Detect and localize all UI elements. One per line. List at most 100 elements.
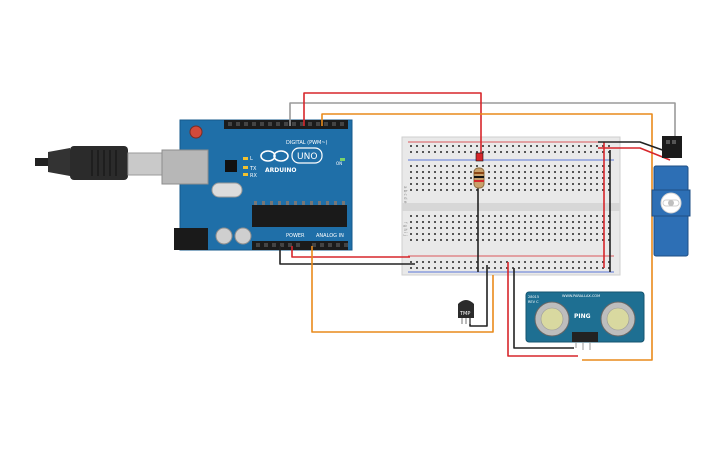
breadboard-hole[interactable] [446, 189, 448, 191]
breadboard-hole[interactable] [500, 189, 502, 191]
breadboard-hole[interactable] [554, 239, 556, 241]
breadboard-hole[interactable] [452, 165, 454, 167]
breadboard-hole[interactable] [512, 215, 514, 217]
breadboard-hole[interactable] [410, 145, 412, 147]
breadboard-hole[interactable] [446, 221, 448, 223]
breadboard-hole[interactable] [554, 177, 556, 179]
breadboard-hole[interactable] [422, 233, 424, 235]
breadboard-hole[interactable] [452, 183, 454, 185]
breadboard-hole[interactable] [602, 177, 604, 179]
breadboard-hole[interactable] [470, 215, 472, 217]
breadboard-hole[interactable] [596, 151, 598, 153]
breadboard-hole[interactable] [572, 177, 574, 179]
breadboard-hole[interactable] [530, 267, 532, 269]
breadboard-hole[interactable] [512, 171, 514, 173]
arduino-uno-board[interactable]: DIGITAL (PWM~) POWER ANALOG IN L TX RX O… [161, 119, 353, 251]
breadboard-hole[interactable] [464, 267, 466, 269]
breadboard-hole[interactable] [488, 233, 490, 235]
breadboard-hole[interactable] [590, 267, 592, 269]
breadboard-hole[interactable] [428, 239, 430, 241]
breadboard-hole[interactable] [590, 145, 592, 147]
breadboard-hole[interactable] [530, 165, 532, 167]
breadboard-hole[interactable] [452, 221, 454, 223]
breadboard-hole[interactable] [530, 145, 532, 147]
breadboard-hole[interactable] [476, 145, 478, 147]
breadboard-hole[interactable] [494, 227, 496, 229]
breadboard-hole[interactable] [470, 267, 472, 269]
breadboard-hole[interactable] [512, 267, 514, 269]
breadboard-hole[interactable] [488, 261, 490, 263]
breadboard-hole[interactable] [470, 183, 472, 185]
breadboard-hole[interactable] [548, 221, 550, 223]
breadboard-hole[interactable] [434, 267, 436, 269]
breadboard-hole[interactable] [548, 183, 550, 185]
breadboard-hole[interactable] [548, 165, 550, 167]
breadboard-hole[interactable] [500, 233, 502, 235]
breadboard-hole[interactable] [452, 215, 454, 217]
breadboard-hole[interactable] [584, 151, 586, 153]
breadboard-hole[interactable] [548, 145, 550, 147]
breadboard-hole[interactable] [608, 145, 610, 147]
breadboard-hole[interactable] [506, 227, 508, 229]
breadboard-hole[interactable] [410, 183, 412, 185]
resistor[interactable] [473, 152, 485, 189]
breadboard-hole[interactable] [530, 151, 532, 153]
breadboard-hole[interactable] [590, 151, 592, 153]
breadboard-hole[interactable] [422, 145, 424, 147]
breadboard-hole[interactable] [506, 221, 508, 223]
breadboard-hole[interactable] [518, 177, 520, 179]
breadboard-hole[interactable] [458, 239, 460, 241]
breadboard-hole[interactable] [446, 145, 448, 147]
breadboard-hole[interactable] [566, 183, 568, 185]
breadboard-hole[interactable] [578, 145, 580, 147]
breadboard-hole[interactable] [584, 171, 586, 173]
breadboard-hole[interactable] [578, 227, 580, 229]
breadboard-hole[interactable] [482, 165, 484, 167]
breadboard-hole[interactable] [464, 261, 466, 263]
breadboard-hole[interactable] [518, 183, 520, 185]
breadboard-hole[interactable] [530, 183, 532, 185]
breadboard-hole[interactable] [536, 261, 538, 263]
breadboard-hole[interactable] [506, 171, 508, 173]
breadboard-hole[interactable] [500, 221, 502, 223]
breadboard-hole[interactable] [548, 215, 550, 217]
breadboard-hole[interactable] [452, 189, 454, 191]
breadboard-hole[interactable] [482, 267, 484, 269]
breadboard-hole[interactable] [446, 227, 448, 229]
breadboard-hole[interactable] [512, 145, 514, 147]
breadboard-hole[interactable] [482, 261, 484, 263]
breadboard-hole[interactable] [590, 177, 592, 179]
breadboard-hole[interactable] [536, 267, 538, 269]
breadboard-hole[interactable] [434, 239, 436, 241]
breadboard-hole[interactable] [560, 227, 562, 229]
breadboard-hole[interactable] [434, 189, 436, 191]
breadboard-hole[interactable] [578, 165, 580, 167]
breadboard-hole[interactable] [548, 267, 550, 269]
breadboard-hole[interactable] [458, 189, 460, 191]
breadboard-hole[interactable] [410, 233, 412, 235]
breadboard-hole[interactable] [584, 215, 586, 217]
breadboard-hole[interactable] [428, 267, 430, 269]
breadboard-hole[interactable] [482, 221, 484, 223]
breadboard-hole[interactable] [554, 267, 556, 269]
breadboard-hole[interactable] [578, 171, 580, 173]
breadboard-hole[interactable] [536, 177, 538, 179]
breadboard-hole[interactable] [500, 145, 502, 147]
breadboard-hole[interactable] [446, 151, 448, 153]
wire-orange-ultrasonic-signal[interactable] [321, 113, 653, 361]
breadboard-hole[interactable] [554, 171, 556, 173]
breadboard-hole[interactable] [560, 239, 562, 241]
breadboard-hole[interactable] [566, 177, 568, 179]
breadboard-hole[interactable] [566, 221, 568, 223]
breadboard-hole[interactable] [608, 177, 610, 179]
breadboard-hole[interactable] [554, 145, 556, 147]
breadboard-hole[interactable] [494, 171, 496, 173]
breadboard-hole[interactable] [470, 189, 472, 191]
breadboard-hole[interactable] [518, 239, 520, 241]
breadboard-hole[interactable] [590, 215, 592, 217]
breadboard-hole[interactable] [482, 233, 484, 235]
breadboard-hole[interactable] [596, 215, 598, 217]
breadboard-hole[interactable] [512, 189, 514, 191]
breadboard-hole[interactable] [554, 183, 556, 185]
breadboard-hole[interactable] [440, 233, 442, 235]
